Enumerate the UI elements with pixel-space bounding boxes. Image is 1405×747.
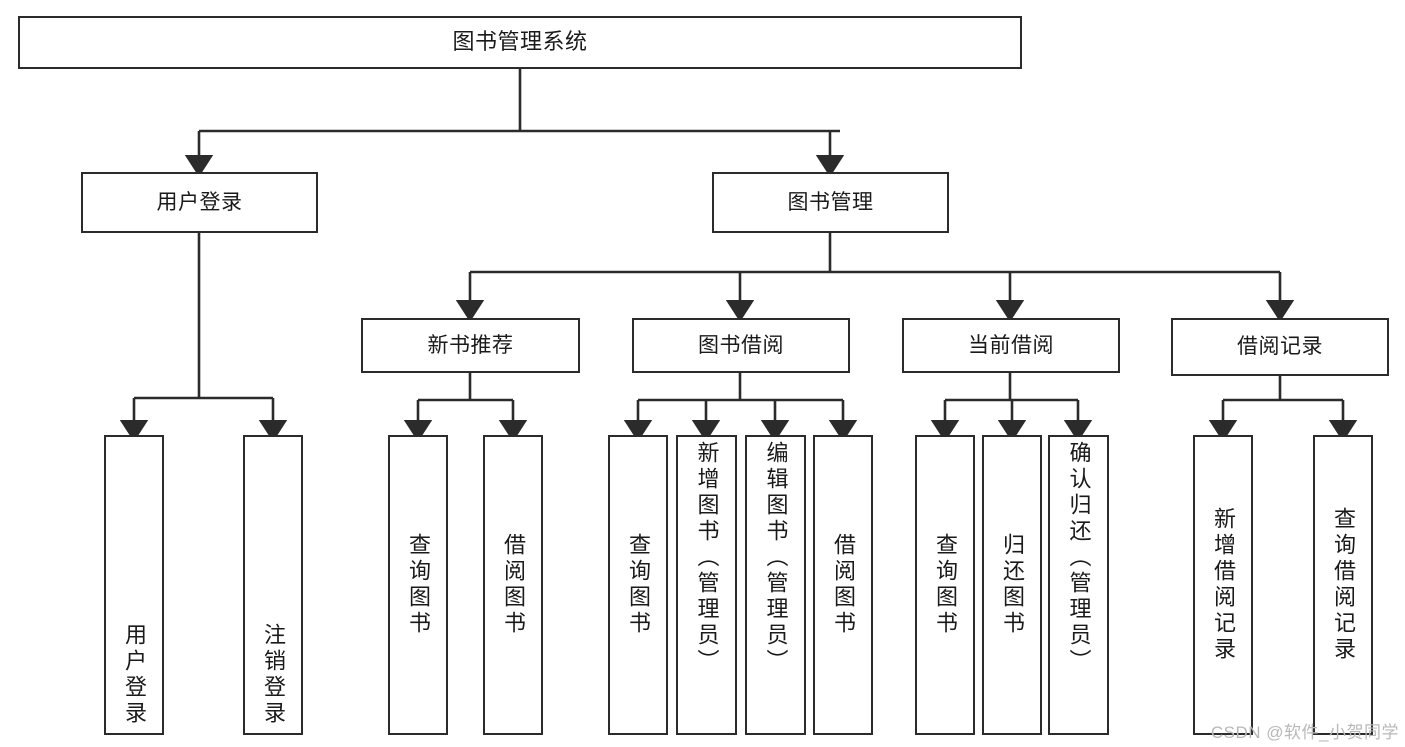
node-label: 当前借阅: [968, 333, 1054, 357]
leaf-query-book-recommend[interactable]: 查询图书: [388, 435, 448, 735]
node-label: 新书推荐: [427, 333, 514, 357]
node-book-manage[interactable]: 图书管理: [712, 172, 949, 233]
node-label: 查询图书: [406, 533, 431, 637]
node-label: 归还图书: [1000, 533, 1025, 637]
node-book-borrow[interactable]: 图书借阅: [632, 318, 850, 373]
leaf-borrow-book-recommend[interactable]: 借阅图书: [483, 435, 543, 735]
leaf-add-borrow-record[interactable]: 新增借阅记录: [1193, 435, 1253, 735]
node-label: 查询图书: [626, 533, 651, 637]
leaf-edit-book-admin[interactable]: 编辑图书（管理员）: [745, 435, 806, 735]
leaf-logout-login[interactable]: 注销登录: [243, 435, 303, 735]
node-new-book-recommend[interactable]: 新书推荐: [361, 318, 580, 373]
node-label: 用户登录: [156, 190, 243, 214]
leaf-query-book-current[interactable]: 查询图书: [915, 435, 975, 735]
leaf-query-borrow-record[interactable]: 查询借阅记录: [1313, 435, 1373, 735]
leaf-confirm-return-admin[interactable]: 确认归还（管理员）: [1048, 435, 1109, 735]
node-label: 图书管理系统: [452, 29, 588, 55]
node-label: 借阅图书: [501, 533, 526, 637]
node-label: 新增借阅记录: [1211, 507, 1236, 663]
node-label: 借阅图书: [831, 533, 856, 637]
leaf-user-login[interactable]: 用户登录: [104, 435, 164, 735]
node-label: 查询借阅记录: [1331, 507, 1356, 663]
node-root-system[interactable]: 图书管理系统: [18, 16, 1022, 69]
leaf-return-book[interactable]: 归还图书: [982, 435, 1042, 735]
node-label: 注销登录: [261, 623, 286, 727]
node-current-borrow[interactable]: 当前借阅: [902, 318, 1120, 373]
node-label: 借阅记录: [1237, 335, 1323, 359]
node-user-login[interactable]: 用户登录: [81, 172, 318, 233]
node-label: 图书借阅: [698, 333, 784, 357]
leaf-add-book-admin[interactable]: 新增图书（管理员）: [676, 435, 737, 735]
node-label: 查询图书: [933, 533, 958, 637]
leaf-borrow-book[interactable]: 借阅图书: [813, 435, 873, 735]
leaf-query-book-borrow[interactable]: 查询图书: [608, 435, 668, 735]
csdn-watermark: CSDN @软件_小贺同学: [1210, 723, 1399, 742]
node-label: 新增图书（管理员）: [694, 441, 720, 675]
node-label: 图书管理: [787, 190, 874, 214]
node-label: 用户登录: [122, 623, 147, 727]
node-borrow-record[interactable]: 借阅记录: [1171, 318, 1389, 376]
node-label: 确认归还（管理员）: [1066, 441, 1092, 675]
node-label: 编辑图书（管理员）: [763, 441, 789, 675]
